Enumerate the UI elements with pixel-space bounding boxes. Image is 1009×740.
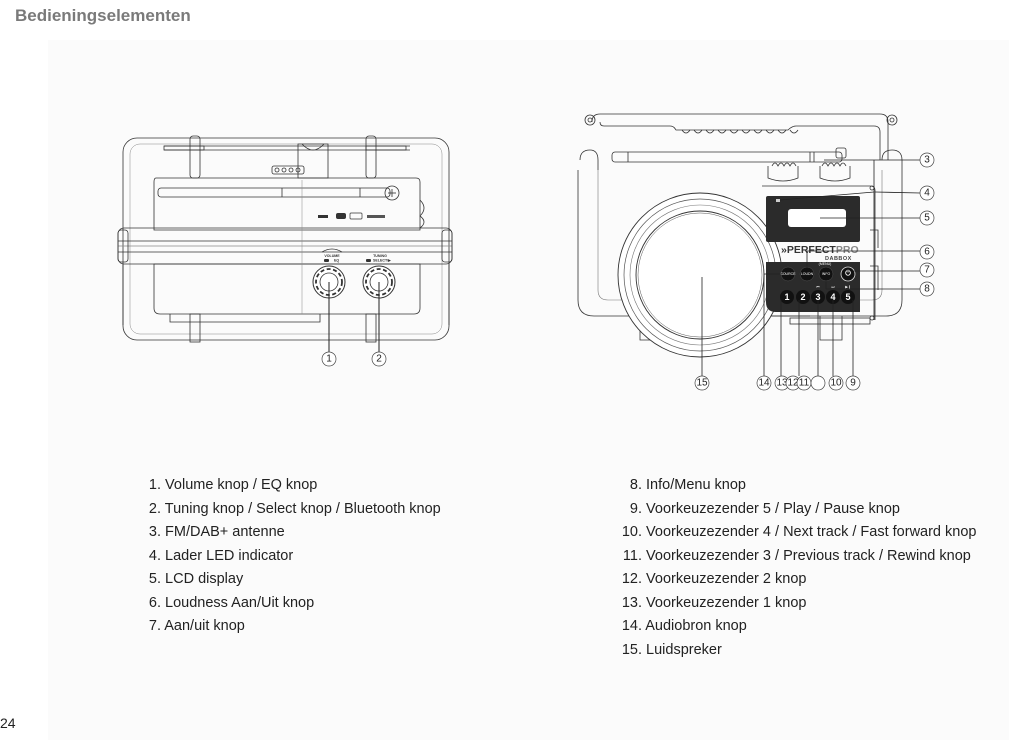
svg-text:LOUDN: LOUDN bbox=[801, 272, 814, 276]
callout-14: 14 bbox=[756, 375, 772, 391]
legend-item: 13. Voorkeuzezender 1 knop bbox=[621, 594, 807, 611]
tuning-label: TUNING bbox=[373, 254, 387, 258]
tuning-sub-label: SELECT/▶ bbox=[373, 259, 392, 263]
legend-item: 11. Voorkeuzezender 3 / Previous track /… bbox=[622, 547, 971, 564]
callout-15: 15 bbox=[694, 375, 710, 391]
legend-item: 9. Voorkeuzezender 5 / Play / Pause knop bbox=[629, 500, 900, 517]
preset-3-button[interactable]: ⏮ 3 bbox=[811, 285, 825, 304]
page-background bbox=[48, 40, 1009, 740]
svg-text:7: 7 bbox=[924, 265, 930, 276]
callout-13: 13 bbox=[774, 375, 790, 391]
callout-8: 8 bbox=[919, 281, 935, 297]
page-title: Bedieningselementen bbox=[15, 6, 191, 25]
legend-item: 8. Info/Menu knop bbox=[629, 477, 746, 493]
callout-1: 1 bbox=[321, 351, 337, 367]
preset-2-button[interactable]: 2 bbox=[796, 290, 810, 304]
controls-legend-right: 8. Info/Menu knop 9. Voorkeuzezender 5 /… bbox=[620, 474, 977, 662]
preset-5-button[interactable]: ▶❙ 5 bbox=[841, 284, 855, 304]
preset-4-button[interactable]: ⏭ 4 bbox=[826, 285, 840, 304]
volume-sub-label: EQ bbox=[334, 259, 339, 263]
legend-item: 4. Lader LED indicator bbox=[148, 547, 294, 564]
callout-3: 3 bbox=[919, 152, 935, 168]
legend-item: 15. Luidspreker bbox=[621, 641, 722, 658]
certification-logos bbox=[318, 212, 385, 220]
frame-outline bbox=[122, 137, 450, 341]
svg-text:13: 13 bbox=[776, 378, 788, 389]
legend-item: 3. FM/DAB+ antenne bbox=[148, 524, 285, 540]
svg-text:3: 3 bbox=[815, 292, 820, 302]
model-name: DABBOX bbox=[825, 256, 852, 262]
legend-item: 7. Aan/uit knop bbox=[148, 618, 245, 634]
svg-text:4: 4 bbox=[924, 188, 930, 199]
legend-item: 6. Loudness Aan/Uit knop bbox=[148, 594, 315, 611]
power-icon: ⏻ bbox=[845, 270, 851, 278]
brand-logo: »PERFECTPRO bbox=[781, 244, 859, 256]
callout-4: 4 bbox=[919, 185, 935, 201]
info-menu-button[interactable]: INFO bbox=[818, 266, 834, 282]
radio-front-view-diagram: »PERFECTPRO DABBOX (MENU) SOURCE LOUDN I… bbox=[577, 113, 935, 391]
svg-text:1: 1 bbox=[326, 354, 332, 365]
svg-text:15: 15 bbox=[696, 378, 708, 389]
svg-text:5: 5 bbox=[924, 213, 930, 224]
controls-legend-left: 1. Volume knop / EQ knop 2. Tuning knop … bbox=[148, 474, 441, 639]
svg-text:9: 9 bbox=[850, 378, 856, 389]
fast-forward-icon: ⏭ bbox=[831, 285, 835, 289]
charge-led-indicator bbox=[776, 199, 780, 202]
svg-text:10: 10 bbox=[830, 378, 842, 389]
svg-text:3: 3 bbox=[924, 155, 930, 166]
radio-back-view-diagram: VOLUME EQ TUNING SELECT/▶ 1 2 bbox=[117, 135, 453, 367]
svg-text:14: 14 bbox=[758, 378, 770, 389]
speaker bbox=[617, 192, 783, 358]
callout-6: 6 bbox=[919, 244, 935, 260]
svg-text:8: 8 bbox=[924, 284, 930, 295]
svg-text:6: 6 bbox=[924, 247, 930, 258]
preset-1-button[interactable]: 1 bbox=[780, 290, 794, 304]
callout-5: 5 bbox=[919, 210, 935, 226]
svg-text:11: 11 bbox=[799, 378, 810, 389]
svg-text:INFO: INFO bbox=[822, 272, 831, 276]
svg-text:4: 4 bbox=[830, 292, 835, 302]
rewind-icon: ⏮ bbox=[816, 285, 819, 289]
power-button[interactable]: ⏻ bbox=[840, 266, 856, 282]
legend-item: 1. Volume knop / EQ knop bbox=[148, 477, 318, 493]
svg-text:2: 2 bbox=[800, 292, 805, 302]
svg-text:SOURCE: SOURCE bbox=[781, 272, 797, 276]
legend-item: 5. LCD display bbox=[148, 571, 244, 587]
loudness-button[interactable]: LOUDN bbox=[799, 266, 815, 282]
lcd-display bbox=[788, 209, 846, 227]
callout-11: 11 bbox=[796, 375, 812, 391]
callout-7: 7 bbox=[919, 262, 935, 278]
legend-item: 10. Voorkeuzezender 4 / Next track / Fas… bbox=[621, 524, 977, 540]
svg-text:2: 2 bbox=[376, 354, 382, 365]
callout-9: 9 bbox=[845, 375, 861, 391]
svg-text:5: 5 bbox=[845, 292, 850, 302]
svg-text:12: 12 bbox=[787, 378, 799, 389]
page-number: 24 bbox=[0, 715, 16, 731]
legend-item: 2. Tuning knop / Select knop / Bluetooth… bbox=[148, 500, 441, 517]
callout-2: 2 bbox=[371, 351, 387, 367]
callout-empty bbox=[810, 375, 826, 391]
legend-item: 12. Voorkeuzezender 2 knop bbox=[621, 571, 807, 587]
menu-label: (MENU) bbox=[819, 262, 832, 266]
play-pause-icon: ▶❙ bbox=[845, 284, 851, 289]
svg-text:1: 1 bbox=[784, 292, 789, 302]
legend-item: 14. Audiobron knop bbox=[621, 618, 747, 634]
volume-label: VOLUME bbox=[324, 254, 340, 258]
callout-10: 10 bbox=[828, 375, 844, 391]
